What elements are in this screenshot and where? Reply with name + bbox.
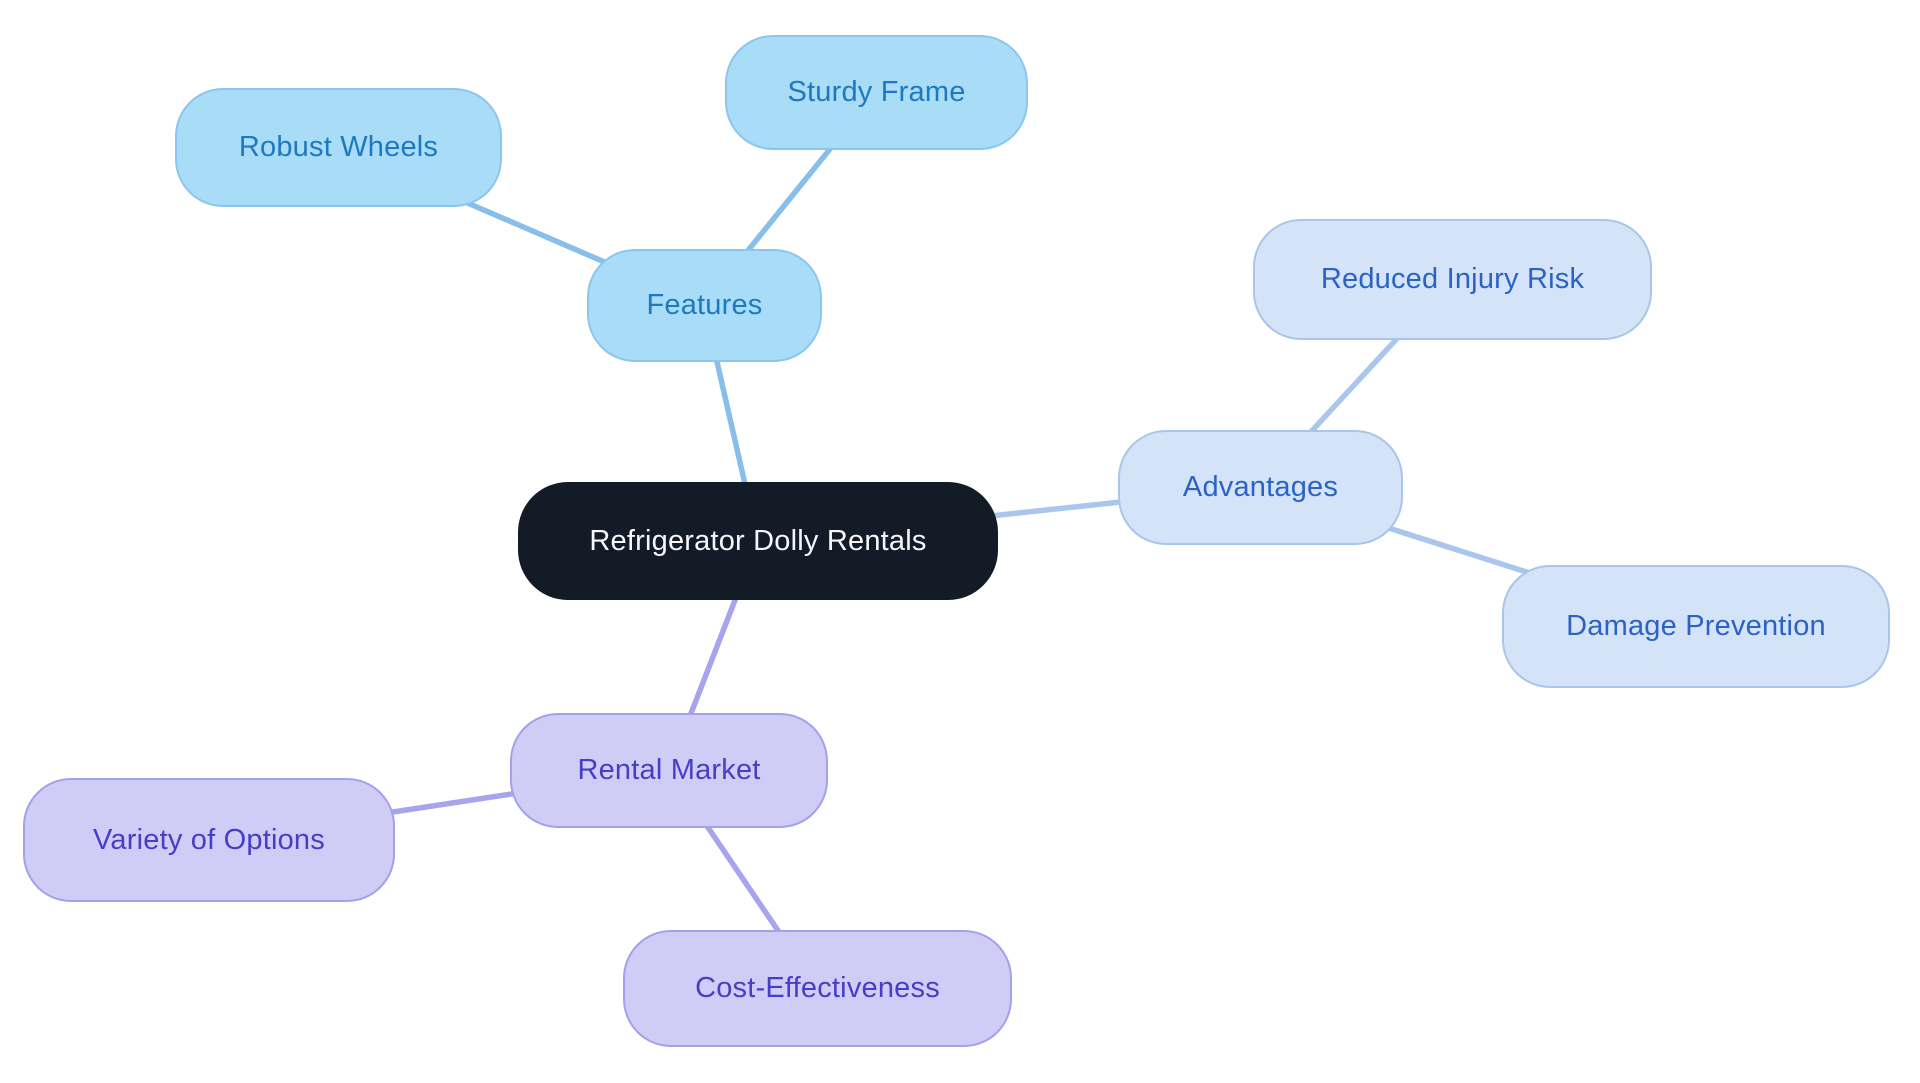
central-node-refrigerator-dolly-rentals[interactable]: Refrigerator Dolly Rentals bbox=[518, 482, 998, 600]
leaf-node-label: Sturdy Frame bbox=[787, 76, 966, 108]
leaf-node-reduced-injury-risk[interactable]: Reduced Injury Risk bbox=[1253, 219, 1652, 340]
leaf-node-variety-of-options[interactable]: Variety of Options bbox=[23, 778, 395, 902]
leaf-node-label: Cost-Effectiveness bbox=[695, 972, 940, 1004]
branch-node-rental-market[interactable]: Rental Market bbox=[510, 713, 828, 828]
leaf-node-label: Damage Prevention bbox=[1566, 610, 1826, 642]
leaf-node-label: Robust Wheels bbox=[238, 131, 439, 163]
branch-node-label: Rental Market bbox=[577, 754, 761, 786]
leaf-node-cost-effectiveness[interactable]: Cost-Effectiveness bbox=[623, 930, 1012, 1047]
leaf-node-label: Reduced Injury Risk bbox=[1320, 263, 1585, 295]
branch-node-advantages[interactable]: Advantages bbox=[1118, 430, 1403, 545]
leaf-node-robust-wheels[interactable]: Robust Wheels bbox=[175, 88, 502, 207]
branch-node-label: Advantages bbox=[1182, 471, 1339, 503]
leaf-node-label: Variety of Options bbox=[93, 823, 325, 856]
central-node-label: Refrigerator Dolly Rentals bbox=[589, 524, 927, 557]
leaf-node-sturdy-frame[interactable]: Sturdy Frame bbox=[725, 35, 1028, 150]
branch-node-label: Features bbox=[646, 289, 763, 321]
branch-node-features[interactable]: Features bbox=[587, 249, 822, 362]
leaf-node-damage-prevention[interactable]: Damage Prevention bbox=[1502, 565, 1890, 688]
